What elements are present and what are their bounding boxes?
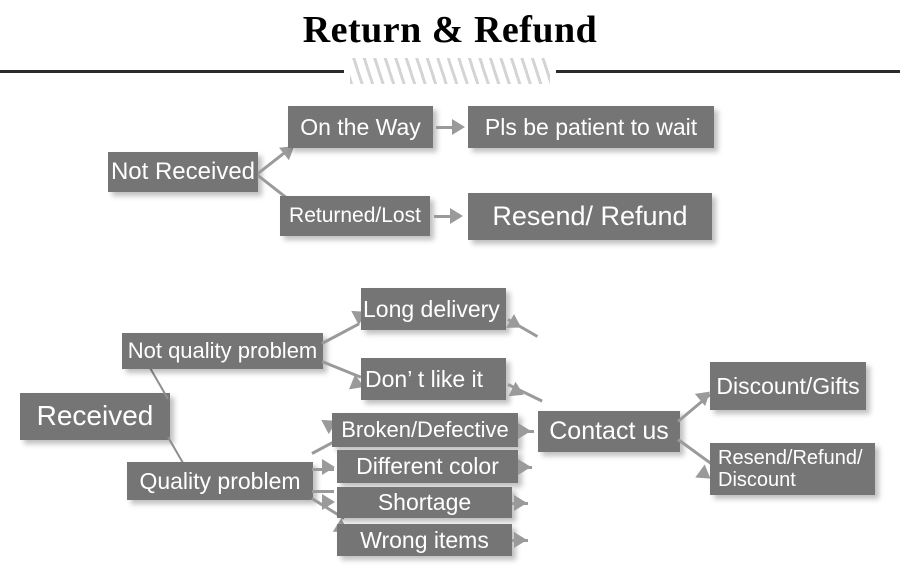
arrowhead-pls-be-patient xyxy=(452,119,465,135)
arrowhead-contact-us-1 xyxy=(518,423,531,439)
connector-not-quality-to-long-delivery xyxy=(321,322,360,345)
node-not-received[interactable]: Not Received xyxy=(108,152,258,192)
arrowhead-resend-refund xyxy=(450,208,463,224)
connector-on-the-way-to-pls-be-patient xyxy=(436,126,460,129)
node-different-color[interactable]: Different color xyxy=(337,450,518,483)
node-resend-refund[interactable]: Resend/ Refund xyxy=(468,193,712,240)
node-on-the-way[interactable]: On the Way xyxy=(288,106,433,148)
node-long-delivery[interactable]: Long delivery xyxy=(361,288,506,330)
node-resend-refund-discount-line-2: Discount xyxy=(718,468,796,491)
node-contact-us[interactable]: Contact us xyxy=(538,411,680,452)
node-pls-be-patient-to-wait[interactable]: Pls be patient to wait xyxy=(468,106,714,148)
connector-not-received-to-on-the-way xyxy=(257,150,288,175)
page-title: Return & Refund xyxy=(302,9,598,51)
arrowhead-contact-us-4 xyxy=(514,532,527,548)
divider-line-right xyxy=(556,70,900,73)
node-broken-defective[interactable]: Broken/Defective xyxy=(332,413,518,447)
arrowhead-contact-us-3 xyxy=(514,495,527,511)
node-resend-refund-discount[interactable]: Resend/Refund/ Discount xyxy=(710,443,875,495)
diagonal-hatch-divider-icon xyxy=(350,58,550,84)
arrowhead-long-delivery-out xyxy=(506,314,526,335)
node-wrong-items[interactable]: Wrong items xyxy=(337,524,512,556)
node-quality-problem[interactable]: Quality problem xyxy=(127,462,313,500)
node-not-quality-problem[interactable]: Not quality problem xyxy=(122,333,323,369)
connector-quality-to-shortage xyxy=(312,490,334,493)
node-returned-lost[interactable]: Returned/Lost xyxy=(280,196,430,236)
connector-contact-us-to-resend-refund-discount xyxy=(677,438,713,466)
node-dont-like-it[interactable]: Don’ t like it xyxy=(361,358,506,400)
node-received[interactable]: Received xyxy=(20,393,170,440)
node-shortage[interactable]: Shortage xyxy=(337,487,512,518)
arrowhead-different-color xyxy=(322,459,335,475)
connector-returned-lost-to-resend-refund xyxy=(434,215,460,218)
arrowhead-contact-us-2 xyxy=(518,459,531,475)
node-resend-refund-discount-line-1: Resend/Refund/ xyxy=(718,447,863,469)
divider-line-left xyxy=(0,70,344,73)
node-discount-gifts[interactable]: Discount/Gifts xyxy=(710,362,866,410)
